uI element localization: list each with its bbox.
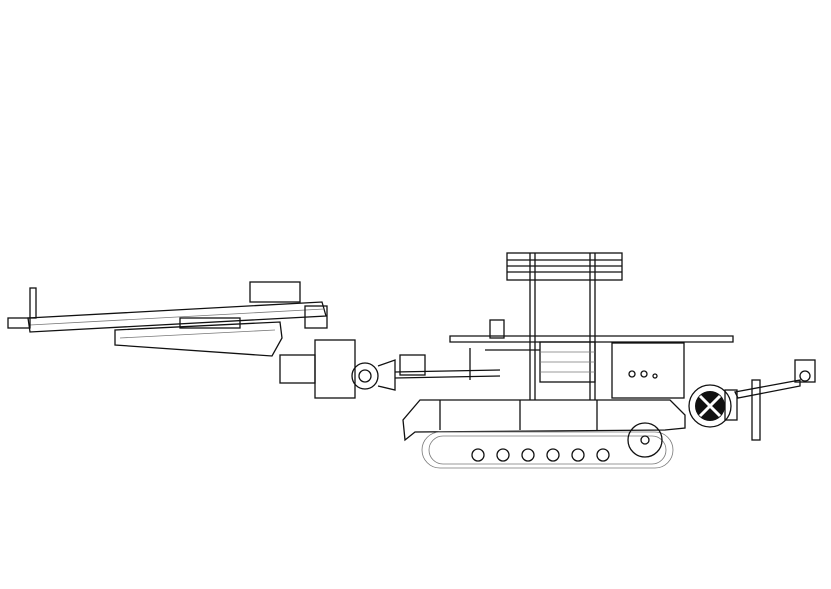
chassis xyxy=(402,399,686,442)
rotary-head xyxy=(279,339,501,399)
deck-and-body xyxy=(449,319,734,399)
canopy xyxy=(506,252,623,400)
drill-mast xyxy=(7,281,328,357)
rear-arm xyxy=(734,359,816,441)
crawler-track xyxy=(421,422,674,469)
engine-wheel xyxy=(688,384,738,428)
